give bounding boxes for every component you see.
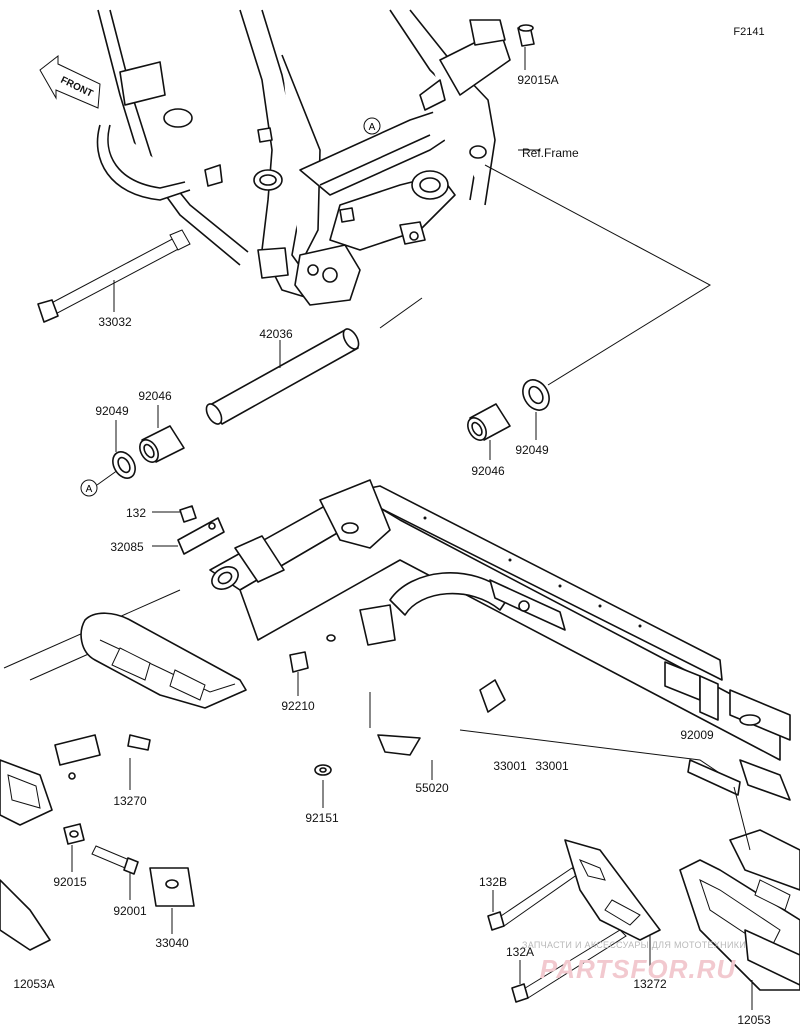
swingarm-33001 bbox=[209, 479, 791, 801]
chain-guide-left bbox=[0, 612, 247, 951]
watermark-logo: PARTSFOR.RU bbox=[540, 954, 737, 984]
washer-92151 bbox=[314, 764, 332, 808]
seal-92049-left bbox=[112, 420, 136, 479]
label-12053A: 12053A bbox=[13, 977, 54, 991]
label-33032: 33032 bbox=[98, 315, 132, 329]
plate-32085 bbox=[152, 517, 225, 555]
chain-guide-12053 bbox=[679, 759, 800, 1010]
label-92015: 92015 bbox=[53, 875, 87, 889]
label-33001-b: 33001 bbox=[535, 759, 569, 773]
label-92151: 92151 bbox=[305, 811, 339, 825]
guide-plate-13272 bbox=[564, 839, 661, 975]
label-13272: 13272 bbox=[633, 977, 667, 991]
ref-code: F2141 bbox=[733, 26, 764, 38]
collar-42036 bbox=[205, 328, 360, 425]
callout-a-bottom: A bbox=[80, 469, 119, 497]
pivot-shaft-33032 bbox=[37, 229, 191, 323]
bracket-13270 bbox=[54, 734, 151, 790]
label-92046-right: 92046 bbox=[471, 464, 505, 478]
label-92049-right: 92049 bbox=[515, 443, 549, 457]
watermark: ЗАПЧАСТИ И АКСЕССУАРЫ ДЛЯ МОТОТЕХНИКИ PA… bbox=[522, 940, 746, 984]
bolt-132 bbox=[152, 505, 197, 523]
watermark-tagline: ЗАПЧАСТИ И АКСЕССУАРЫ ДЛЯ МОТОТЕХНИКИ bbox=[522, 940, 746, 950]
part-labels: F2141 92015A Ref.Frame 33032 42036 92046… bbox=[13, 26, 771, 1027]
label-32085: 32085 bbox=[110, 540, 144, 554]
bearing-92046-left bbox=[139, 405, 185, 463]
label-132B: 132B bbox=[479, 875, 507, 889]
label-12053: 12053 bbox=[737, 1013, 771, 1027]
label-33040: 33040 bbox=[155, 936, 189, 950]
label-92001: 92001 bbox=[113, 904, 147, 918]
label-92046-left: 92046 bbox=[138, 389, 172, 403]
plate-33040 bbox=[149, 867, 195, 934]
label-92210: 92210 bbox=[281, 699, 315, 713]
frame-drawing bbox=[96, 9, 535, 306]
bearing-92046-right bbox=[467, 403, 511, 460]
bolt-132A bbox=[511, 929, 627, 1003]
label-132A: 132A bbox=[506, 945, 534, 959]
callout-a-top-text: A bbox=[369, 122, 376, 133]
guard-55020 bbox=[377, 734, 433, 780]
label-92015A: 92015A bbox=[517, 73, 558, 87]
label-132: 132 bbox=[126, 506, 146, 520]
label-33001-a: 33001 bbox=[493, 759, 527, 773]
label-13270: 13270 bbox=[113, 794, 147, 808]
bolt-92001 bbox=[91, 845, 139, 900]
callout-a-bottom-text: A bbox=[86, 484, 93, 495]
front-arrow-icon: FRONT bbox=[39, 54, 101, 109]
ref-frame-label: Ref.Frame bbox=[522, 146, 579, 160]
label-92049-left: 92049 bbox=[95, 404, 129, 418]
callout-a-top: A bbox=[363, 117, 381, 135]
label-55020: 55020 bbox=[415, 781, 449, 795]
label-92009: 92009 bbox=[680, 728, 714, 742]
bolt-132B bbox=[487, 867, 579, 931]
nut-92210 bbox=[289, 634, 336, 696]
seal-92049-right bbox=[522, 379, 550, 440]
label-42036: 42036 bbox=[259, 327, 293, 341]
nut-92015 bbox=[63, 823, 85, 872]
